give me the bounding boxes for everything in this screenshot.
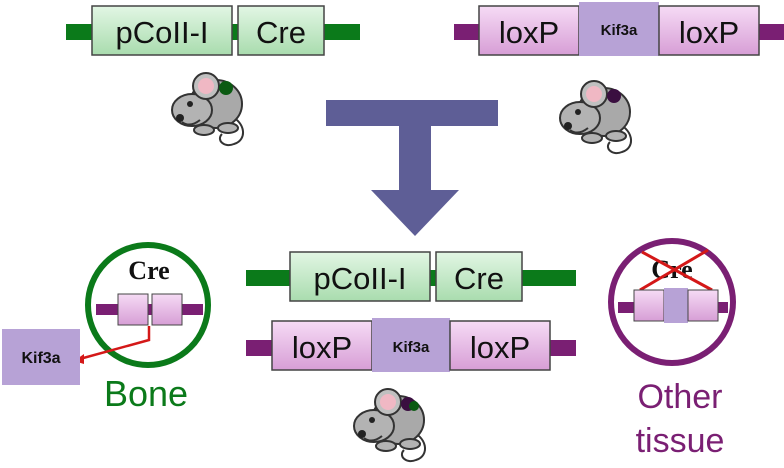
bone-caption: Bone <box>104 373 188 414</box>
mouse-icon <box>559 80 633 155</box>
loxp-right-box <box>449 320 551 371</box>
target-gene-box <box>372 318 450 372</box>
offspring-construct-cre: pCoII-I Cre <box>246 251 576 302</box>
other-caption-line2: tissue <box>636 422 725 460</box>
gene-box <box>435 251 523 302</box>
bone-enzyme-label: Cre <box>128 256 169 285</box>
loxp-left-label: loxP <box>499 15 559 50</box>
gene-box <box>237 5 325 56</box>
target-gene-box <box>664 288 688 323</box>
gene-label: Cre <box>454 261 504 296</box>
promoter-label: pCoII-I <box>115 15 208 50</box>
target-gene-label: Kif3a <box>601 22 638 39</box>
loxp-box <box>151 293 183 326</box>
loxp-right-box <box>658 5 760 56</box>
loxp-box <box>687 289 719 322</box>
mouse-icon <box>353 388 427 463</box>
excision-arrow <box>75 326 151 362</box>
promoter-box <box>91 5 233 56</box>
dna-line <box>96 304 203 315</box>
promoter-box <box>289 251 431 302</box>
mouse-icon <box>171 72 245 147</box>
cross-out <box>639 248 709 292</box>
cross-arrow <box>326 100 498 236</box>
other-caption-line1: Other <box>637 378 722 416</box>
target-gene-box <box>579 2 659 56</box>
loxp-box <box>117 293 149 326</box>
promoter-label: pCoII-I <box>313 261 406 296</box>
gene-label: Cre <box>256 15 306 50</box>
bone-panel: Cre Kif3a Bone <box>2 242 211 414</box>
top-left-construct: pCoII-I Cre <box>66 5 360 56</box>
loxp-right-label: loxP <box>470 330 530 365</box>
top-right-construct: loxP Kif3a loxP <box>454 2 784 56</box>
target-gene-label: Kif3a <box>393 339 430 356</box>
loxp-right-label: loxP <box>679 15 739 50</box>
excised-gene-label: Kif3a <box>21 350 60 367</box>
cross-out <box>641 250 713 292</box>
loxp-left-label: loxP <box>292 330 352 365</box>
loxp-left-box <box>478 5 580 56</box>
offspring-construct-lox: loxP Kif3a loxP <box>246 318 576 372</box>
loxp-box <box>633 289 665 322</box>
other-tissue-panel: Cre Other tissue <box>608 238 736 460</box>
excised-gene-box <box>2 329 80 385</box>
